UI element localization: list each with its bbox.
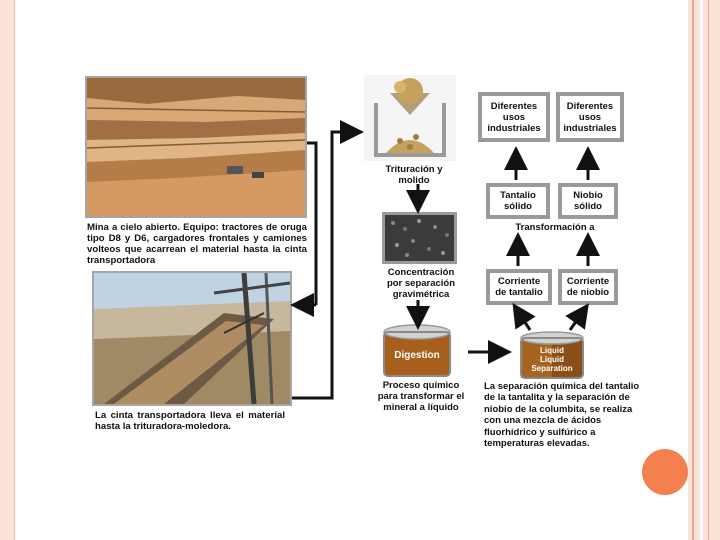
arrow-mine-to-conveyor: [307, 141, 318, 305]
digestion-vessel: Digestion: [378, 322, 456, 378]
crushing-label: Trituración y molido: [385, 164, 443, 186]
slide-right-border: [688, 0, 720, 540]
open-pit-mine-photo: [85, 76, 307, 218]
chemical-process-label: Proceso químico para transformar el mine…: [377, 380, 465, 413]
conveyor-caption: La cinta transportadora lleva el materia…: [95, 410, 285, 432]
decorative-orange-circle: [642, 449, 688, 495]
separation-vessel-labels: Liquid Liquid Separation: [531, 346, 573, 373]
concentration-illustration: [382, 212, 457, 264]
arrow-separation-to-niobium: [565, 303, 589, 331]
transformation-label: Transformación a: [515, 222, 595, 233]
arrow-separation-to-tantalum: [512, 302, 536, 331]
crushing-illustration: [364, 75, 456, 161]
conveyor-belt-photo: [92, 271, 292, 406]
digestion-label: Digestion: [394, 350, 440, 361]
slide-left-border: [0, 0, 15, 540]
mine-caption: Mina a cielo abierto. Equipo: tractores …: [87, 222, 307, 266]
liquid-separation-vessel: Liquid Liquid Separation: [519, 330, 585, 380]
concentration-label: Concentración por separación gravimétric…: [386, 267, 456, 300]
separation-description: La separación química del tantalio de la…: [484, 381, 640, 450]
arrow-conveyor-to-crusher: [292, 120, 364, 400]
